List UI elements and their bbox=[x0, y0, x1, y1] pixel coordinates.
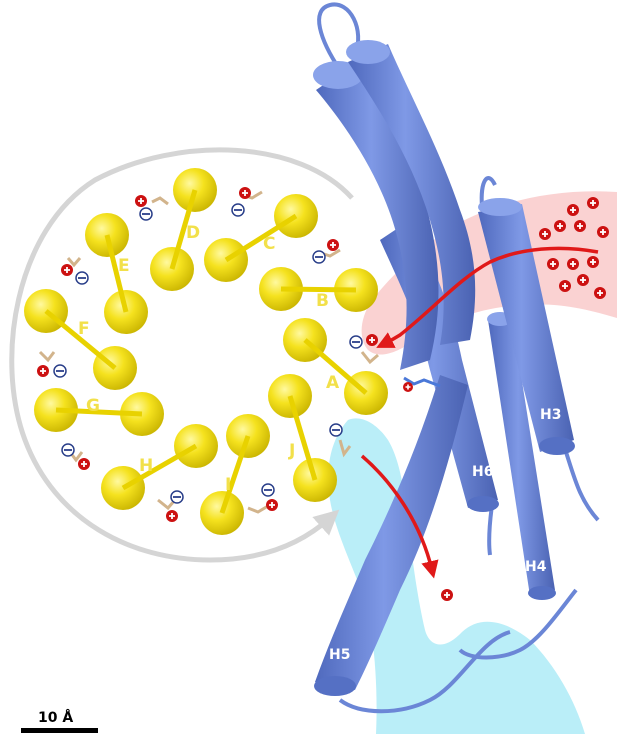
plus-ion-icon bbox=[574, 220, 586, 232]
minus-ion-icon bbox=[139, 207, 153, 221]
plus-ion-icon bbox=[403, 382, 413, 392]
plus-ion-icon bbox=[587, 197, 599, 209]
subunit-c bbox=[204, 194, 318, 282]
plus-ion-icon bbox=[539, 228, 551, 240]
subunit-d bbox=[150, 168, 217, 291]
plus-ion-icon bbox=[567, 204, 579, 216]
scale-bar bbox=[21, 728, 98, 733]
helix-label-h5: H5 bbox=[329, 647, 350, 663]
minus-ion-icon bbox=[312, 250, 326, 264]
plus-ion-icon bbox=[78, 458, 90, 470]
plus-ion-icon bbox=[597, 226, 609, 238]
ring-charges bbox=[37, 187, 413, 522]
ring-label-g: G bbox=[86, 396, 100, 416]
subunit-i bbox=[200, 414, 270, 535]
subunit-g bbox=[34, 388, 164, 436]
ring-label-e: E bbox=[118, 256, 130, 276]
plus-ion-icon bbox=[366, 334, 378, 346]
ring-label-d: D bbox=[186, 223, 200, 243]
plus-ion-icon bbox=[239, 187, 251, 199]
minus-ion-icon bbox=[61, 443, 75, 457]
plus-ion-icon bbox=[594, 287, 606, 299]
minus-ion-icon bbox=[329, 423, 343, 437]
plus-ion-icon bbox=[166, 510, 178, 522]
plus-ion-icon bbox=[37, 365, 49, 377]
plus-ion-icon bbox=[554, 220, 566, 232]
subunit-b bbox=[259, 267, 378, 312]
plus-ion-icon bbox=[135, 195, 147, 207]
subunit-h bbox=[101, 424, 218, 510]
minus-ion-icon bbox=[349, 335, 363, 349]
subunit-f bbox=[24, 289, 137, 390]
plus-ion-icon bbox=[559, 280, 571, 292]
proton-entry-arrow bbox=[376, 246, 599, 348]
plus-ion-icon bbox=[327, 239, 339, 251]
ring-label-b: B bbox=[316, 291, 329, 311]
ring-label-i: I bbox=[225, 475, 231, 495]
c-ring bbox=[24, 168, 388, 535]
subunit-e bbox=[85, 213, 148, 334]
ring-label-a: A bbox=[326, 373, 340, 393]
subunit-a bbox=[283, 318, 388, 415]
proton-exit-arrow bbox=[360, 454, 439, 579]
minus-ion-icon bbox=[231, 203, 245, 217]
helix-label-h4: H4 bbox=[525, 559, 547, 575]
plus-ion-icon bbox=[266, 499, 278, 511]
side-chains bbox=[38, 190, 379, 514]
ring-label-j: J bbox=[288, 441, 295, 461]
plus-ion-icon bbox=[587, 256, 599, 268]
helix-h3 bbox=[478, 176, 600, 522]
plus-ion-icon bbox=[441, 589, 453, 601]
ring-label-h: H bbox=[139, 456, 153, 476]
helix-h5 bbox=[314, 375, 511, 714]
helix-label-h6: H6 bbox=[472, 464, 493, 480]
plus-ion-icon bbox=[577, 274, 589, 286]
minus-ion-icon bbox=[261, 483, 275, 497]
ring-label-c: C bbox=[263, 234, 275, 254]
plus-ion-icon bbox=[61, 264, 73, 276]
ring-label-f: F bbox=[78, 319, 90, 339]
plus-ion-icon bbox=[567, 258, 579, 270]
plus-ion-icon bbox=[547, 258, 559, 270]
minus-ion-icon bbox=[170, 490, 184, 504]
minus-ion-icon bbox=[53, 364, 67, 378]
minus-ion-icon bbox=[75, 271, 89, 285]
proton-cluster bbox=[539, 197, 609, 299]
cyan-half-channel bbox=[328, 418, 585, 734]
helix-top-pair bbox=[313, 2, 476, 370]
arg-side-chain bbox=[403, 376, 441, 388]
subunit-j bbox=[268, 374, 337, 502]
helix-label-h3: H3 bbox=[540, 407, 561, 423]
scale-bar-label: 10 Å bbox=[38, 709, 73, 726]
rotation-arrow bbox=[9, 147, 354, 563]
